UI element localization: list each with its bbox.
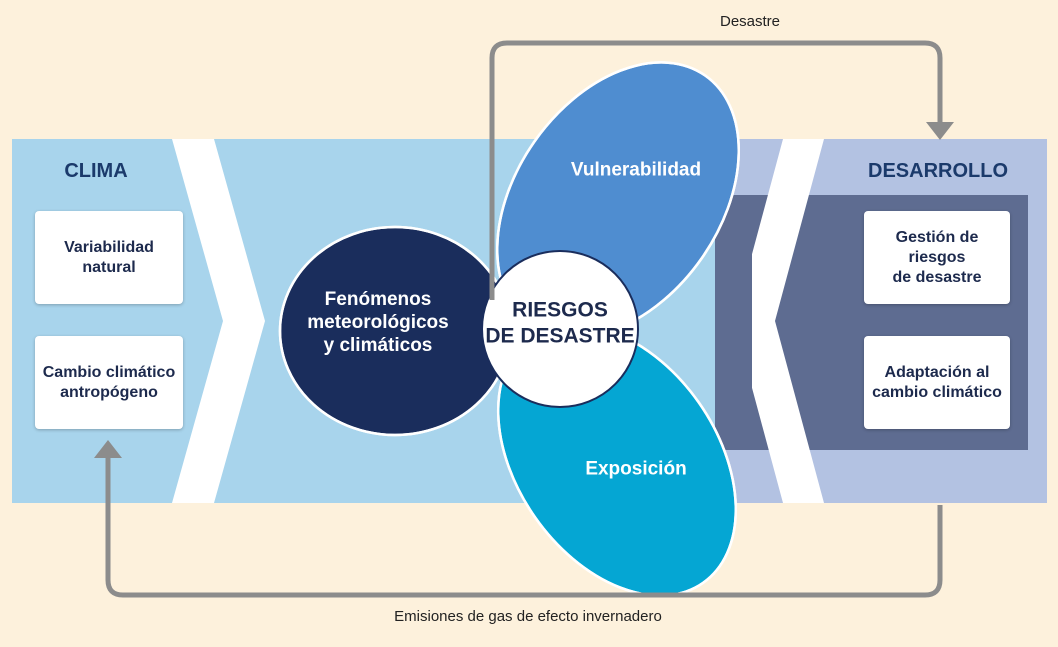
- emisiones-label: Emisiones de gas de efecto invernadero: [394, 607, 662, 625]
- gestion-riesgos-box: Gestión de riesgos de desastre: [864, 211, 1010, 304]
- variabilidad-natural-box: Variabilidad natural: [35, 211, 183, 304]
- panel-junction: [715, 195, 752, 450]
- desarrollo-title: DESARROLLO: [868, 159, 1008, 182]
- desastre-arrow-head: [926, 122, 954, 140]
- vulnerability-label: Vulnerabilidad: [570, 159, 702, 181]
- desastre-arrow-line: [489, 40, 943, 300]
- cambio-climatico-box: Cambio climático antropógeno: [35, 336, 183, 429]
- clima-title: CLIMA: [64, 159, 128, 182]
- center-label: RIESGOS DE DESASTRE: [485, 298, 635, 347]
- emisiones-arrow-line: [105, 450, 943, 598]
- hazard-label: Fenómenos meteorológicos y climáticos: [307, 289, 449, 357]
- clima-chevron: [172, 139, 265, 503]
- exposure-label: Exposición: [585, 458, 687, 480]
- desastre-label: Desastre: [719, 12, 781, 30]
- center-circle: [481, 250, 639, 408]
- emisiones-arrow-head: [94, 440, 122, 458]
- adaptacion-box: Adaptación al cambio climático: [864, 336, 1010, 429]
